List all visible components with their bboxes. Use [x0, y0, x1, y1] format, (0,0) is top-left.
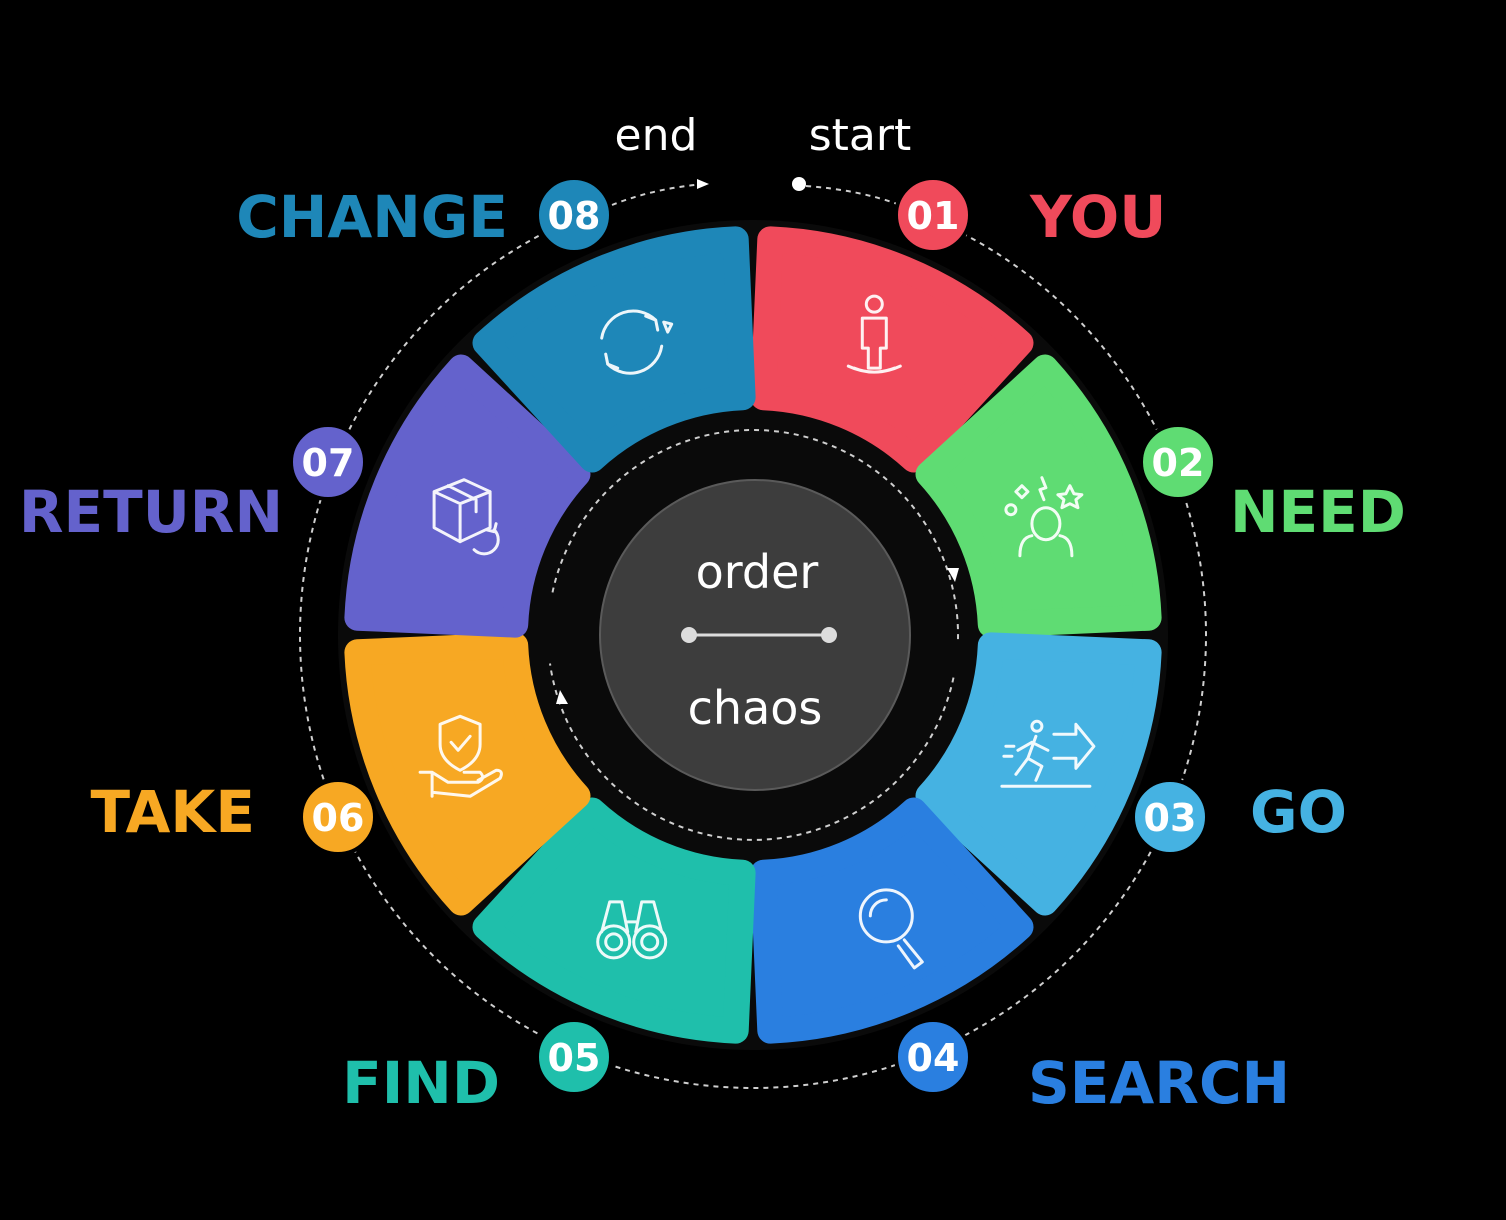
badge-05: 05 — [535, 1018, 613, 1096]
step-label-find: FIND — [342, 1049, 500, 1117]
badge-08: 08 — [535, 176, 613, 254]
step-number: 08 — [548, 194, 601, 238]
badge-circle — [535, 1018, 613, 1096]
person-standing-icon — [846, 294, 902, 374]
badge-circle — [299, 778, 377, 856]
badge-02: 02 — [1139, 423, 1217, 501]
inner-arc-clockwise-bottom — [549, 663, 955, 841]
segment-you — [750, 226, 1034, 473]
end-arrowhead — [697, 179, 709, 189]
badge-circle — [1139, 423, 1217, 501]
divider-left-dot — [681, 627, 697, 643]
step-label-return: RETURN — [19, 478, 283, 546]
box-return-icon — [432, 478, 500, 556]
step-number: 01 — [907, 194, 960, 238]
badge-03: 03 — [1131, 778, 1209, 856]
inner-arrowhead-right — [947, 568, 959, 582]
step-label-search: SEARCH — [1028, 1049, 1290, 1117]
running-exit-icon — [1000, 719, 1096, 788]
step-number: 07 — [302, 441, 355, 485]
badge-circle — [894, 176, 972, 254]
magnifier-icon — [858, 888, 924, 970]
step-number: 02 — [1152, 441, 1205, 485]
step-number: 05 — [548, 1036, 601, 1080]
start-dot — [792, 177, 806, 191]
order-label: order — [696, 545, 819, 599]
shield-hand-icon — [418, 714, 503, 798]
step-labels-group: YOU NEED GO SEARCH FIND TAKE RETURN CHANGE — [19, 183, 1406, 1117]
thinking-person-icon — [1004, 476, 1084, 558]
segment-need — [915, 354, 1162, 638]
step-number: 04 — [907, 1036, 960, 1080]
step-number: 03 — [1144, 796, 1197, 840]
badge-circle — [535, 176, 613, 254]
chaos-label: chaos — [688, 681, 823, 735]
step-number: 06 — [312, 796, 365, 840]
badge-06: 06 — [299, 778, 377, 856]
outer-dashed-ring — [299, 223, 1207, 1089]
step-label-go: GO — [1250, 778, 1347, 846]
segments-group — [344, 226, 1162, 1044]
step-label-you: YOU — [1029, 183, 1166, 251]
badge-circle — [1131, 778, 1209, 856]
badge-04: 04 — [894, 1018, 972, 1096]
start-connector — [805, 185, 901, 206]
badge-07: 07 — [289, 423, 367, 501]
end-label: end — [615, 110, 698, 161]
inner-arc-clockwise-top — [551, 429, 959, 643]
step-label-need: NEED — [1230, 478, 1406, 546]
segment-change — [472, 226, 756, 473]
start-label: start — [809, 110, 911, 161]
segment-search — [750, 797, 1034, 1044]
segment-find — [472, 797, 756, 1044]
badge-01: 01 — [894, 176, 972, 254]
binoculars-icon — [596, 900, 668, 960]
number-badges-group: 01 02 03 04 05 06 07 08 — [289, 176, 1217, 1096]
step-label-take: TAKE — [90, 778, 255, 846]
refresh-arrows-icon — [600, 309, 674, 375]
divider-right-dot — [821, 627, 837, 643]
badge-circle — [894, 1018, 972, 1096]
step-label-change: CHANGE — [236, 183, 508, 251]
badge-circle — [289, 423, 367, 501]
segment-take — [344, 632, 591, 916]
inner-arrowhead-left — [556, 690, 568, 704]
